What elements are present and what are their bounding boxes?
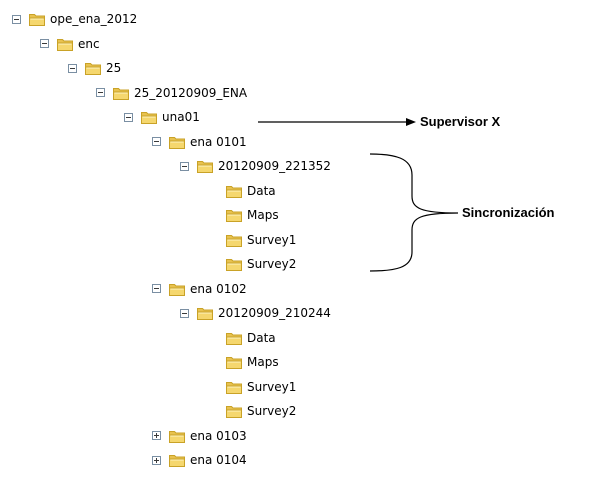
minus-box-icon[interactable] bbox=[12, 14, 21, 24]
tree-item-ope-ena-2012[interactable]: ope_ena_2012 bbox=[12, 9, 137, 29]
minus-box-icon[interactable] bbox=[96, 88, 105, 97]
tree-item-label: una01 bbox=[162, 110, 200, 124]
tree-item-data[interactable]: Data bbox=[225, 328, 276, 348]
folder-icon bbox=[226, 234, 242, 247]
tree-item-ena-0103[interactable]: ena 0103 bbox=[152, 426, 247, 446]
folder-icon bbox=[226, 406, 242, 418]
tree-item-survey2[interactable]: Survey2 bbox=[225, 401, 296, 421]
tree-item-survey1[interactable]: Survey1 bbox=[225, 377, 296, 397]
folder-icon bbox=[169, 430, 185, 443]
folder-icon bbox=[169, 283, 185, 296]
plus-box-icon[interactable] bbox=[152, 455, 161, 465]
tree-item-label: Survey2 bbox=[247, 257, 297, 271]
minus-box-icon[interactable] bbox=[152, 284, 161, 293]
folder-icon bbox=[197, 308, 213, 320]
folder-icon bbox=[29, 14, 45, 26]
folder-icon bbox=[197, 161, 213, 173]
supervisor-label: Supervisor X bbox=[420, 114, 501, 129]
tree-item-label: ena 0102 bbox=[190, 281, 247, 296]
folder-icon bbox=[226, 332, 242, 345]
folder-icon bbox=[85, 63, 101, 75]
tree-item-survey2[interactable]: Survey2 bbox=[225, 254, 296, 274]
tree-item-survey1[interactable]: Survey1 bbox=[225, 230, 296, 250]
tree-item-label: Data bbox=[247, 330, 276, 345]
tree-item-20120909-221352[interactable]: 20120909_221352 bbox=[180, 156, 331, 176]
folder-icon bbox=[141, 112, 157, 124]
folder-icon bbox=[226, 357, 242, 369]
sincronizacion-label: Sincronización bbox=[462, 205, 555, 220]
folder-icon bbox=[226, 381, 242, 394]
folder-icon bbox=[226, 259, 242, 271]
tree-item-label: Maps bbox=[247, 208, 279, 222]
tree-item-label: 25 bbox=[106, 61, 122, 75]
minus-box-icon[interactable] bbox=[40, 39, 49, 48]
tree-item-una01[interactable]: una01 bbox=[124, 107, 200, 127]
folder-icon bbox=[113, 87, 129, 100]
tree-item-ena-0101[interactable]: ena 0101 bbox=[152, 132, 247, 152]
tree-item-enc[interactable]: enc bbox=[40, 34, 100, 54]
tree-item-ena-0102[interactable]: ena 0102 bbox=[152, 279, 247, 299]
tree-item-25-20120909-ena[interactable]: 25_20120909_ENA bbox=[96, 83, 247, 103]
tree-item-label: Survey1 bbox=[247, 379, 297, 394]
tree-item-label: 25_20120909_ENA bbox=[134, 85, 248, 100]
sync-brace bbox=[369, 153, 459, 272]
minus-box-icon[interactable] bbox=[152, 137, 161, 146]
tree-item-label: 20120909_210244 bbox=[218, 306, 331, 320]
tree-item-label: Survey1 bbox=[247, 232, 297, 247]
tree-item-label: ena 0103 bbox=[190, 428, 247, 443]
folder-icon bbox=[226, 185, 242, 198]
tree-item-25[interactable]: 25 bbox=[68, 58, 121, 78]
folder-icon bbox=[226, 210, 242, 222]
tree-item-label: enc bbox=[78, 36, 100, 51]
tree-item-label: ope_ena_2012 bbox=[50, 12, 138, 26]
tree-item-ena-0104[interactable]: ena 0104 bbox=[152, 450, 247, 470]
tree-item-label: Maps bbox=[247, 355, 279, 369]
minus-box-icon[interactable] bbox=[124, 112, 133, 122]
tree-item-label: 20120909_221352 bbox=[218, 159, 331, 173]
tree-item-label: Data bbox=[247, 183, 276, 198]
supervisor-arrow-head bbox=[406, 118, 416, 126]
minus-box-icon[interactable] bbox=[68, 63, 77, 73]
tree-item-data[interactable]: Data bbox=[225, 181, 276, 201]
tree-item-label: ena 0104 bbox=[190, 453, 247, 467]
tree-item-maps[interactable]: Maps bbox=[225, 205, 279, 225]
plus-box-icon[interactable] bbox=[152, 431, 161, 440]
tree-item-20120909-210244[interactable]: 20120909_210244 bbox=[180, 303, 331, 323]
tree-item-label: Survey2 bbox=[247, 404, 297, 418]
tree-item-maps[interactable]: Maps bbox=[225, 352, 279, 372]
folder-icon bbox=[169, 136, 185, 149]
minus-box-icon[interactable] bbox=[180, 161, 189, 171]
tree-item-label: ena 0101 bbox=[190, 134, 247, 149]
folder-icon bbox=[169, 455, 185, 467]
folder-icon bbox=[57, 38, 73, 51]
minus-box-icon[interactable] bbox=[180, 308, 189, 318]
